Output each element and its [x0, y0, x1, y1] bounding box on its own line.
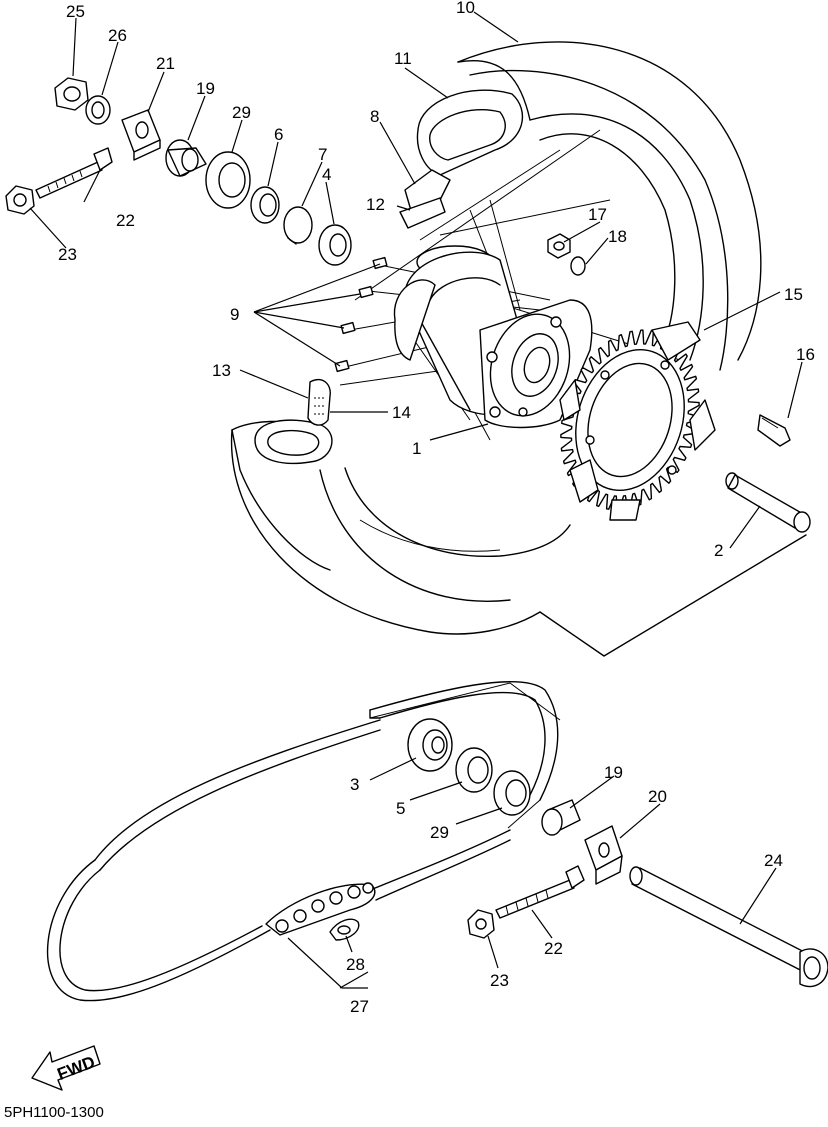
part-label-13: 13: [212, 361, 231, 380]
axle-24: [629, 866, 828, 988]
leader-lines: [29, 11, 803, 989]
adjuster-20: [584, 825, 623, 885]
rim-lock-8: [404, 89, 524, 215]
part-label-10: 10: [456, 0, 475, 17]
oil-seal-29: [205, 151, 251, 209]
collar-2: [725, 472, 811, 533]
adjuster-21: [121, 109, 161, 161]
part-label-29: 29: [232, 103, 251, 122]
tire-outline: [230, 41, 807, 657]
bolt-22: [35, 147, 113, 199]
collar-19b: [541, 799, 581, 836]
part-label-23b: 23: [490, 971, 509, 990]
bearing-3: [407, 718, 453, 772]
collar-5: [455, 747, 493, 793]
bolt-22b: [495, 865, 585, 919]
part-label-19b: 19: [604, 763, 623, 782]
part-label-1: 1: [412, 439, 421, 458]
part-label-29b: 29: [430, 823, 449, 842]
part-label-6: 6: [274, 125, 283, 144]
part-label-11: 11: [394, 49, 412, 68]
washer-18: [570, 256, 586, 276]
part-label-4: 4: [322, 165, 331, 184]
part-label-22b: 22: [544, 939, 563, 958]
part-label-7: 7: [318, 145, 327, 164]
part-label-26: 26: [108, 26, 127, 45]
bolt-16: [757, 414, 791, 447]
part-label-15: 15: [784, 285, 803, 304]
part-label-19: 19: [196, 79, 215, 98]
part-label-12: 12: [366, 195, 385, 214]
part-label-3: 3: [350, 775, 359, 794]
chain-27: [46, 681, 561, 1002]
rear-hub-1: [393, 245, 593, 429]
part-label-27: 27: [350, 997, 369, 1016]
collar-19: [165, 139, 207, 177]
part-label-21: 21: [156, 54, 175, 73]
fwd-arrow-icon: FWD: [31, 1045, 101, 1091]
part-label-20: 20: [648, 787, 667, 806]
washer-26: [85, 95, 111, 125]
part-label-2: 2: [714, 541, 723, 560]
part-label-24: 24: [764, 851, 783, 870]
circlip-7: [283, 206, 313, 245]
part-label-17: 17: [588, 205, 607, 224]
part-label-5: 5: [396, 799, 405, 818]
fwd-label: FWD: [55, 1052, 98, 1084]
nut-25: [54, 77, 89, 111]
part-label-22: 22: [116, 211, 135, 230]
part-label-18: 18: [608, 227, 627, 246]
drawing-code: 5PH1100-1300: [4, 1104, 104, 1121]
part-labels: 25 26 21 19 29 6 7 4 8 11 10 12 22 23 9 …: [58, 0, 815, 1016]
bearing-4: [318, 224, 352, 266]
sprocket-15: [559, 321, 716, 521]
part-label-16: 16: [796, 345, 815, 364]
oil-seal-29b: [493, 770, 531, 816]
nut-23: [5, 185, 35, 215]
nut-17: [547, 233, 571, 259]
bearing-6: [250, 186, 280, 224]
part-label-28: 28: [346, 955, 365, 974]
part-label-14: 14: [392, 403, 411, 422]
rim-lock-nut-12: [399, 197, 446, 229]
part-label-23: 23: [58, 245, 77, 264]
rim-band-13: [254, 378, 333, 465]
chain-joint-28: [265, 882, 376, 941]
part-label-8: 8: [370, 107, 379, 126]
part-label-9: 9: [230, 305, 239, 324]
spoke-nipples-9: [334, 256, 388, 373]
nut-23b: [467, 909, 495, 939]
part-label-25: 25: [66, 2, 85, 21]
